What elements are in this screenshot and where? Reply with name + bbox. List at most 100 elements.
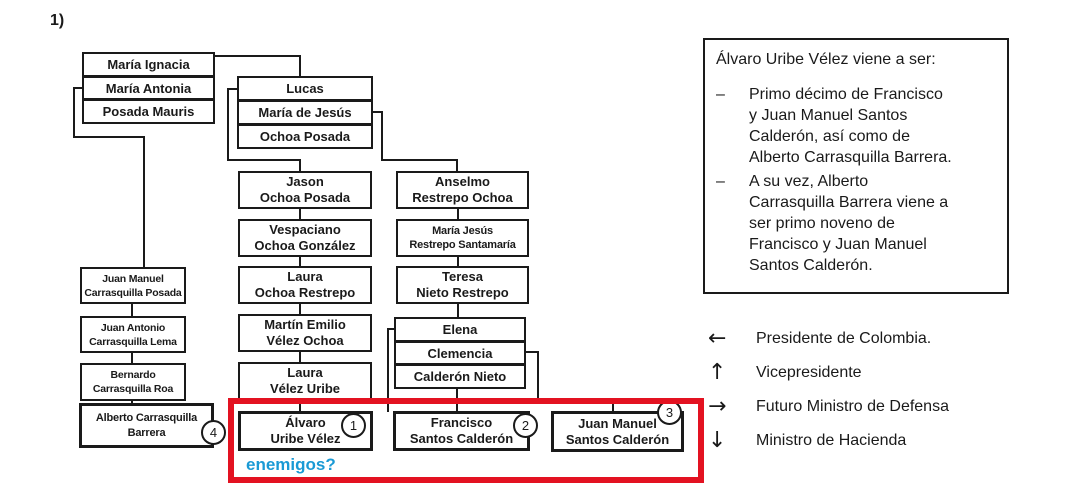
- node-line: Carrasquilla Posada: [84, 286, 182, 299]
- node-line: Jason: [286, 174, 324, 189]
- legend-label: Ministro de Hacienda: [756, 432, 907, 449]
- bullet-item: – A su vez, Alberto Carrasquilla Barrera…: [716, 171, 996, 276]
- arrow-down-icon: ↓: [708, 428, 727, 453]
- node-line: Restrepo Ochoa: [412, 190, 513, 205]
- tree-node-teresa: Teresa Nieto Restrepo: [396, 266, 529, 304]
- node-line: Juan Antonio: [100, 321, 166, 334]
- bullet-text: Primo décimo de Francisco y Juan Manuel …: [749, 86, 952, 166]
- annotation-enemigos: enemigos?: [246, 455, 336, 474]
- connector-line: [299, 159, 301, 172]
- arrow-up-icon: ↑: [708, 360, 727, 385]
- connector-line: [381, 111, 383, 161]
- tree-node-jm-carrasquilla: Juan Manuel Carrasquilla Posada: [80, 267, 186, 304]
- connector-line: [299, 398, 301, 412]
- node-line: Laura: [287, 365, 323, 380]
- connector-line: [299, 207, 301, 220]
- node-line: Santos Calderón: [409, 431, 514, 446]
- tree-node-martin: Martín Emilio Vélez Ochoa: [238, 314, 372, 352]
- connector-line: [537, 351, 539, 404]
- bullet-item: – Primo décimo de Francisco y Juan Manue…: [716, 84, 996, 168]
- bullet-text: A su vez, Alberto Carrasquilla Barrera v…: [749, 173, 949, 274]
- connector-line: [299, 350, 301, 363]
- connector-line: [299, 255, 301, 267]
- legend-row-ministro-defensa: → Futuro Ministro de Defensa: [708, 390, 949, 424]
- node-line: Restrepo Santamaría: [409, 239, 516, 251]
- node-line: Ochoa Restrepo: [254, 285, 356, 300]
- number-badge-alvaro: 1: [341, 413, 366, 438]
- tree-group-posada: María Ignacia María Antonia Posada Mauri…: [82, 52, 215, 124]
- bullet-marker: –: [716, 173, 725, 190]
- connector-line: [299, 302, 301, 315]
- connector-line: [73, 87, 75, 138]
- connector-line: [457, 207, 459, 220]
- node-line: Carrasquilla Roa: [92, 383, 174, 395]
- tree-group-calderon: Elena Clemencia Calderón Nieto: [394, 317, 526, 389]
- node-line: Nieto Restrepo: [416, 285, 509, 300]
- connector-line: [299, 55, 301, 77]
- group-cell: Posada Mauris: [84, 98, 213, 122]
- node-line: Francisco: [430, 415, 493, 430]
- group-cell: María de Jesús: [239, 99, 371, 123]
- node-line: Juan Manuel: [578, 415, 657, 431]
- node-line: Barrera: [127, 426, 166, 439]
- node-line: Vespaciano: [269, 222, 341, 237]
- connector-line: [524, 351, 539, 353]
- legend-label: Presidente de Colombia.: [756, 330, 932, 347]
- tree-node-anselmo: Anselmo Restrepo Ochoa: [396, 171, 529, 209]
- node-line: Teresa: [442, 269, 483, 284]
- node-line: Carrasquilla Lema: [89, 335, 177, 348]
- group-cell: María Ignacia: [107, 56, 190, 72]
- group-cell: Ochoa Posada: [239, 123, 371, 147]
- node-line: Álvaro: [285, 415, 326, 430]
- tree-node-francisco: Francisco Santos Calderón: [393, 411, 530, 451]
- node-line: Martín Emilio: [264, 317, 346, 332]
- highlight-rectangle: [228, 398, 704, 483]
- connector-line: [215, 55, 301, 57]
- connector-line: [131, 399, 133, 405]
- legend-row-vicepresidente: ↑ Vicepresidente: [708, 356, 949, 390]
- connector-line: [73, 87, 83, 89]
- node-line: Alberto Carrasquilla: [95, 412, 198, 424]
- info-box-title: Álvaro Uribe Vélez viene a ser:: [716, 51, 936, 68]
- bullet-marker: –: [716, 86, 725, 103]
- node-line: Vélez Ochoa: [266, 333, 344, 348]
- legend-label: Futuro Ministro de Defensa: [756, 398, 949, 415]
- connector-line: [387, 328, 396, 330]
- node-line: Santos Calderón: [565, 431, 670, 447]
- tree-node-bernardo: Bernardo Carrasquilla Roa: [80, 363, 186, 401]
- connector-line: [131, 351, 133, 364]
- node-line: Laura: [287, 269, 323, 284]
- connector-line: [457, 302, 459, 318]
- node-line: Vélez Uribe: [269, 381, 341, 396]
- info-box: Álvaro Uribe Vélez viene a ser: – Primo …: [703, 38, 1009, 294]
- node-line: Uribe Vélez: [270, 431, 341, 446]
- node-line: Anselmo: [435, 174, 490, 189]
- node-line: María Jesús: [432, 224, 493, 237]
- connector-line: [227, 88, 229, 161]
- group-cell: Calderón Nieto: [396, 363, 524, 387]
- group-cell: Lucas: [286, 81, 324, 96]
- connector-line: [456, 159, 458, 172]
- number-badge-alberto: 4: [201, 420, 226, 445]
- node-line: Ochoa Posada: [259, 190, 351, 205]
- connector-line: [131, 302, 133, 317]
- arrow-right-icon: →: [708, 394, 727, 419]
- connector-line: [227, 88, 238, 90]
- legend: ← Presidente de Colombia. ↑ Vicepresiden…: [708, 322, 949, 458]
- tree-node-laura-ochoa: Laura Ochoa Restrepo: [238, 266, 372, 304]
- connector-line: [457, 255, 459, 267]
- legend-row-presidente: ← Presidente de Colombia.: [708, 322, 949, 356]
- arrow-left-icon: ←: [708, 326, 727, 351]
- tree-node-laura-velez: Laura Vélez Uribe: [238, 362, 372, 400]
- connector-line: [371, 111, 383, 113]
- node-line: Bernardo: [110, 369, 156, 381]
- connector-line: [227, 159, 301, 161]
- connector-line: [143, 136, 145, 268]
- tree-group-ochoa: Lucas María de Jesús Ochoa Posada: [237, 76, 373, 149]
- group-cell: Elena: [442, 321, 478, 337]
- group-cell: Clemencia: [396, 339, 524, 364]
- figure-label: 1): [50, 12, 65, 29]
- connector-line: [73, 136, 145, 138]
- node-line: Ochoa González: [254, 238, 356, 253]
